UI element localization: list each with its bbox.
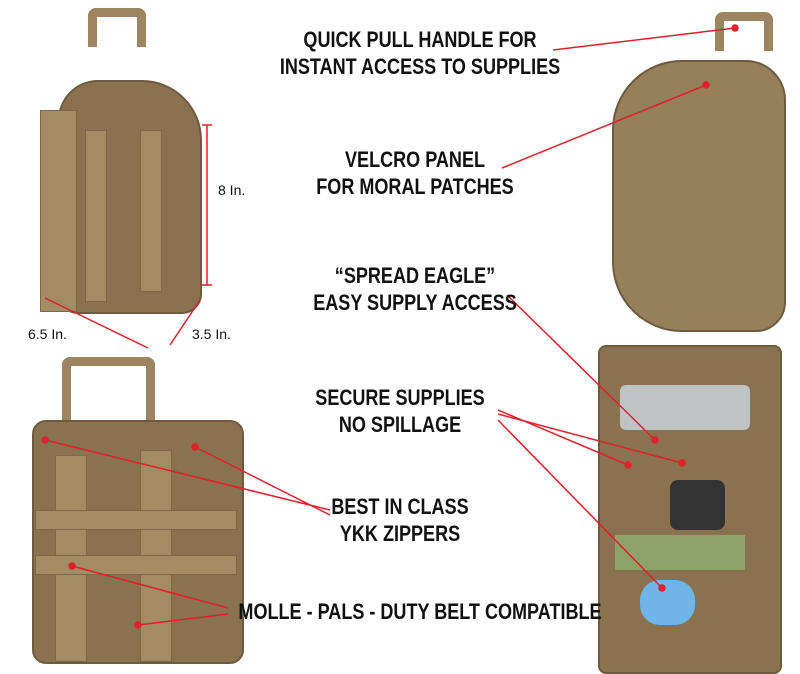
caption-zippers: BEST IN CLASS YKK ZIPPERS: [236, 493, 564, 547]
caption-line: FOR MORAL PATCHES: [316, 174, 514, 199]
caption-line: INSTANT ACCESS TO SUPPLIES: [279, 54, 561, 79]
caption-line: YKK ZIPPERS: [339, 521, 461, 546]
caption-line: QUICK PULL HANDLE FOR: [303, 27, 537, 52]
caption-line: NO SPILLAGE: [338, 412, 462, 437]
caption-spread-eagle: “SPREAD EAGLE” EASY SUPPLY ACCESS: [247, 262, 583, 316]
caption-line: SECURE SUPPLIES: [315, 385, 485, 410]
caption-velcro: VELCRO PANEL FOR MORAL PATCHES: [247, 146, 583, 200]
caption-handle: QUICK PULL HANDLE FOR INSTANT ACCESS TO …: [240, 26, 601, 80]
caption-secure: SECURE SUPPLIES NO SPILLAGE: [236, 384, 564, 438]
caption-line: BEST IN CLASS: [331, 494, 469, 519]
caption-line: “SPREAD EAGLE”: [334, 263, 496, 288]
caption-line: EASY SUPPLY ACCESS: [313, 290, 517, 315]
caption-line: VELCRO PANEL: [345, 147, 485, 172]
height-label: 8 In.: [218, 182, 246, 198]
width-label: 6.5 In.: [28, 326, 67, 342]
depth-label: 3.5 In.: [192, 326, 231, 342]
caption-molle: MOLLE - PALS - DUTY BELT COMPATIBLE: [238, 599, 602, 624]
